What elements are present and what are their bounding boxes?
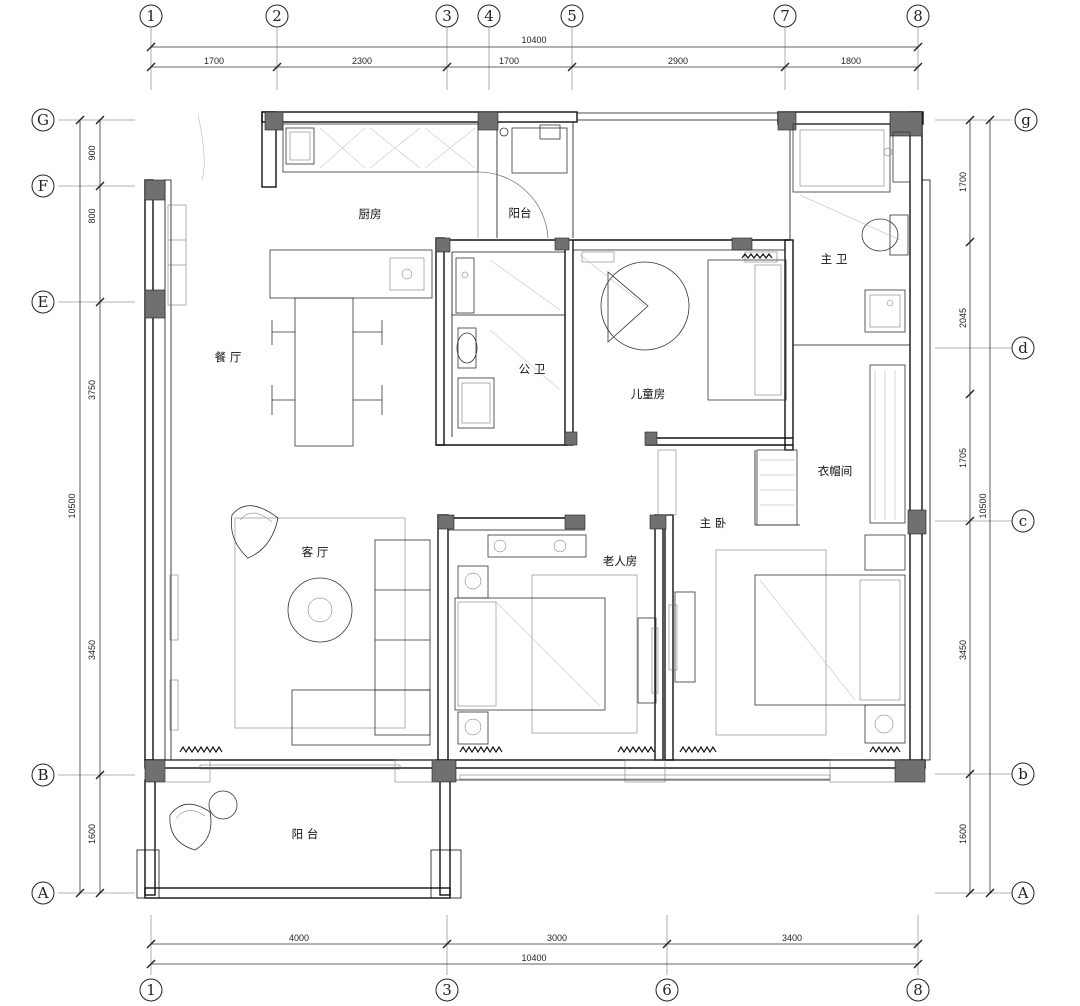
axis-bottom-3: 3 (442, 981, 452, 999)
walk-in-closet: 衣帽间 (756, 370, 896, 526)
radiators (179, 253, 901, 754)
axis-top-3: 3 (442, 7, 452, 25)
left-dimension-1: 900 (87, 145, 97, 160)
axis-bubbles-bottom: 1 3 6 8 (139, 978, 930, 1002)
exterior-walls (136, 111, 931, 899)
axis-top-5: 5 (567, 7, 577, 25)
axis-left-A: A (37, 884, 49, 902)
left-dimension-5: 1600 (87, 824, 97, 844)
grid-lines (58, 28, 1012, 975)
room-label-public-bath: 公 卫 (519, 362, 546, 376)
right-total-dimension: 10500 (978, 493, 988, 518)
room-label-master-bath: 主 卫 (821, 252, 848, 266)
room-label-dining: 餐 厅 (215, 350, 242, 364)
axis-right-b: b (1018, 765, 1028, 783)
axis-left-E: E (38, 293, 49, 311)
axis-left-G: G (37, 111, 49, 129)
room-label-living: 客 厅 (302, 545, 329, 559)
bottom-dimension-3: 3400 (782, 933, 802, 943)
room-label-master-bedroom: 主 卧 (700, 516, 727, 530)
right-dimensions: 1700 2045 1705 3450 1600 10500 (958, 115, 995, 898)
bottom-dimensions: 4000 3000 3400 10400 (146, 933, 923, 969)
axis-top-4: 4 (484, 7, 494, 25)
kids-room: 儿童房 (579, 251, 787, 401)
right-dimension-3: 1705 (958, 448, 968, 468)
axis-bottom-8: 8 (913, 981, 923, 999)
axis-bubbles-top: 1 2 3 4 5 7 8 (139, 4, 930, 28)
room-label-south-balcony: 阳 台 (292, 827, 319, 841)
axis-bottom-6: 6 (662, 981, 672, 999)
room-label-kitchen: 厨房 (359, 207, 382, 221)
top-dimensions: 10400 1700 2300 1700 2900 1800 (146, 35, 923, 72)
top-dimension-5: 1800 (841, 56, 861, 66)
structural-columns (144, 111, 927, 783)
axis-top-8: 8 (913, 7, 923, 25)
left-dimensions: 900 800 3750 3450 1600 10500 (67, 115, 105, 898)
top-dimension-1: 1700 (204, 56, 224, 66)
left-dimension-2: 800 (87, 208, 97, 223)
room-label-walk-in-closet: 衣帽间 (818, 464, 853, 478)
dining-area: 餐 厅 (167, 114, 433, 447)
top-total-dimension: 10400 (521, 35, 546, 45)
axis-right-c: c (1019, 512, 1027, 530)
south-balcony: 阳 台 (169, 790, 319, 851)
axis-top-2: 2 (272, 7, 282, 25)
axis-left-B: B (37, 766, 48, 784)
bottom-total-dimension: 10400 (521, 953, 546, 963)
axis-bubbles-right: g d c b A (1011, 108, 1038, 905)
right-dimension-4: 3450 (958, 640, 968, 660)
bottom-dimension-2: 3000 (547, 933, 567, 943)
left-total-dimension: 10500 (67, 493, 77, 518)
left-dimension-4: 3450 (87, 640, 97, 660)
axis-right-g: g (1021, 111, 1031, 129)
master-bathroom: 主 卫 (792, 123, 911, 333)
right-dimension-2: 2045 (958, 308, 968, 328)
top-dimension-4: 2900 (668, 56, 688, 66)
axis-top-1: 1 (146, 7, 156, 25)
room-label-kitchen-balcony: 阳台 (509, 206, 532, 220)
top-dimension-2: 2300 (352, 56, 372, 66)
axis-right-A: A (1017, 884, 1029, 902)
right-dimension-5: 1600 (958, 824, 968, 844)
axis-bottom-1: 1 (146, 981, 156, 999)
right-dimension-1: 1700 (958, 172, 968, 192)
axis-right-d: d (1018, 339, 1028, 357)
master-bedroom: 主 卧 (657, 449, 906, 744)
kitchen-balcony: 阳台 (499, 124, 568, 220)
public-bathroom: 公 卫 (455, 257, 561, 429)
windows (164, 759, 901, 783)
top-dimension-3: 1700 (499, 56, 519, 66)
axis-left-F: F (38, 177, 48, 195)
interior-walls (435, 122, 910, 761)
living-room: 客 厅 (169, 505, 431, 746)
room-label-elder-room: 老人房 (603, 554, 638, 568)
axis-top-7: 7 (780, 7, 790, 25)
kitchen: 厨房 (282, 123, 549, 239)
room-label-kids-room: 儿童房 (631, 387, 666, 401)
elder-room: 老人房 (454, 534, 659, 745)
left-dimension-3: 3750 (87, 380, 97, 400)
axis-bubbles-left: G F E B A (31, 108, 55, 905)
bottom-dimension-1: 4000 (289, 933, 309, 943)
